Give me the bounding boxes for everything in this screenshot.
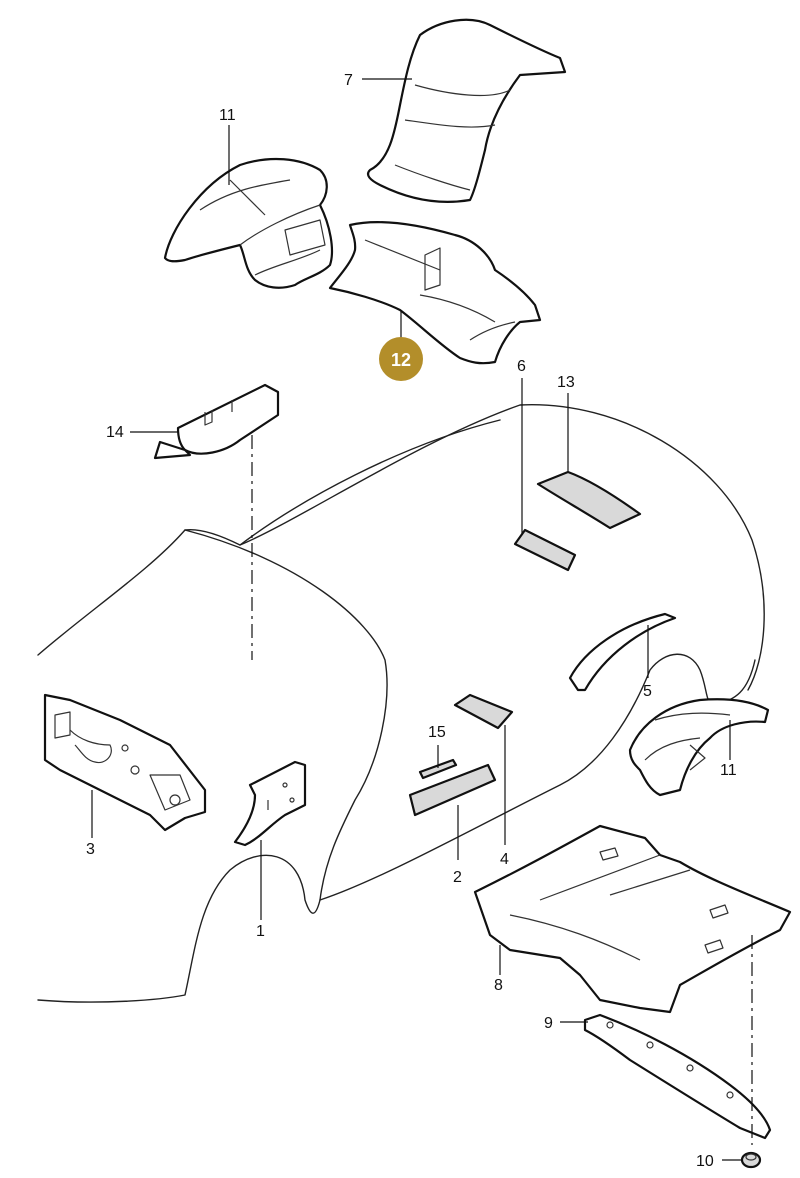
part-9-shape (583, 1013, 772, 1140)
label-part-7: 7 (344, 72, 353, 89)
label-part-3: 3 (86, 841, 95, 858)
leader-lines (91, 78, 742, 1161)
label-part-5: 5 (643, 683, 652, 700)
label-part-13: 13 (557, 374, 575, 391)
label-part-9: 9 (544, 1015, 553, 1032)
part-13-shape (536, 470, 642, 530)
label-part-11-lower: 11 (720, 762, 737, 779)
part-5-shape (568, 612, 677, 692)
part-14-shape (153, 383, 280, 460)
part-10-shape (740, 1151, 762, 1169)
part-15-shape (418, 758, 458, 780)
label-part-4: 4 (500, 851, 509, 868)
highlight-badge-part-12[interactable]: 12 (379, 337, 423, 381)
part-7-shape (366, 18, 567, 203)
highlight-badge-circle (379, 337, 423, 381)
part-8-shape (473, 824, 792, 1014)
part-labels: 7 11 14 6 13 5 11 15 3 4 2 1 8 9 10 (86, 72, 737, 1170)
label-part-8: 8 (494, 977, 503, 994)
part-1-shape (233, 760, 307, 847)
part-4-shape (453, 693, 514, 730)
label-part-14: 14 (106, 424, 124, 441)
part-11b-shape (628, 698, 770, 797)
label-part-6: 6 (517, 358, 526, 375)
highlight-badge-label: 12 (391, 350, 411, 370)
label-part-1: 1 (256, 923, 265, 940)
label-part-2: 2 (453, 869, 462, 886)
part-12-shape (328, 221, 542, 365)
label-part-15: 15 (428, 724, 446, 741)
label-part-10: 10 (696, 1153, 714, 1170)
label-part-11-upper: 11 (219, 107, 236, 124)
part-2-shape (408, 763, 497, 817)
part-6-shape (513, 528, 577, 572)
centerlines (251, 435, 753, 1145)
part-3-shape (43, 693, 207, 832)
part-11a-shape (163, 157, 334, 289)
